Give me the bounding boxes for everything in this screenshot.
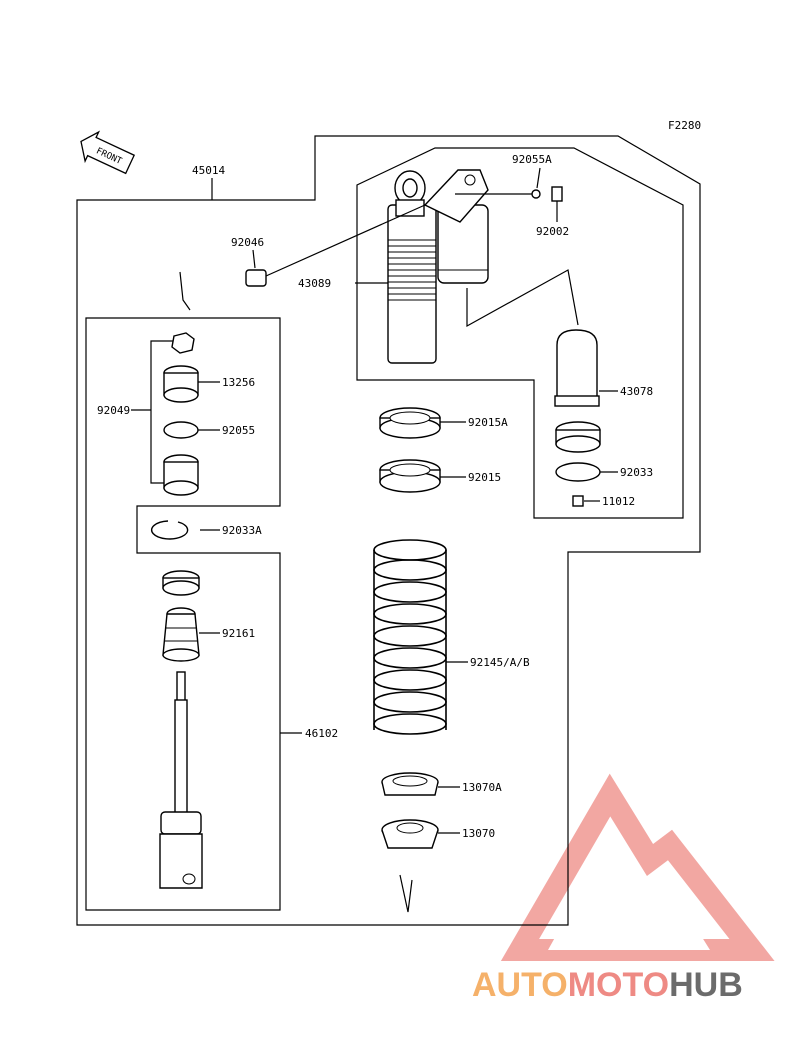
label-13256: 13256	[222, 376, 255, 389]
front-arrow: FRONT	[80, 130, 136, 175]
watermark-hub: HUB	[669, 966, 743, 1004]
label-45014: 45014	[192, 164, 225, 177]
shock-body-frame	[356, 147, 684, 519]
label-13070: 13070	[462, 827, 495, 840]
piston-rod-icon	[159, 671, 203, 889]
spring-icon	[373, 539, 447, 735]
bolt-icon	[551, 186, 563, 202]
watermark-moto: MOTO	[568, 966, 669, 1004]
seal-head-icon	[163, 454, 199, 496]
nut-icon	[171, 332, 195, 354]
label-13070A: 13070A	[462, 781, 502, 794]
circlip-icon	[150, 520, 189, 540]
label-92055A: 92055A	[512, 153, 552, 166]
locknut-icon	[379, 459, 441, 493]
figure-code: F2280	[668, 119, 701, 132]
label-92033A: 92033A	[222, 524, 262, 537]
svg-text:AUTOMOTOHUB: AUTOMOTOHUB	[472, 966, 743, 1004]
bladder-icon	[554, 329, 600, 407]
bumper-icon	[162, 607, 200, 662]
watermark-auto: AUTO	[472, 966, 568, 1004]
oring-icon	[163, 421, 199, 439]
label-92015: 92015	[468, 471, 501, 484]
label-11012: 11012	[602, 495, 635, 508]
label-46102: 46102	[305, 727, 338, 740]
label-92002: 92002	[536, 225, 569, 238]
label-92049: 92049	[97, 404, 130, 417]
label-43078: 43078	[620, 385, 653, 398]
label-92145: 92145/A/B	[470, 656, 530, 669]
reservoir-cap-icon	[555, 421, 601, 453]
washer-icon	[531, 189, 541, 199]
rod-assembly-frame	[85, 317, 281, 911]
label-92015A: 92015A	[468, 416, 508, 429]
bushing-icon	[245, 269, 267, 287]
stopper-plate-icon	[162, 570, 200, 596]
adjuster-nut-icon	[379, 407, 441, 439]
assembly-frame	[76, 135, 701, 926]
piston-icon	[163, 365, 199, 403]
label-43089: 43089	[298, 277, 331, 290]
watermark-text: AUTOMOTOHUB	[472, 966, 743, 1004]
label-92161: 92161	[222, 627, 255, 640]
valve-icon	[572, 495, 584, 507]
watermark-logo	[500, 773, 775, 961]
spring-seat-icon	[381, 819, 439, 849]
spring-guide-icon	[381, 772, 439, 796]
ring-icon	[555, 462, 601, 482]
label-92046: 92046	[231, 236, 264, 249]
label-92033: 92033	[620, 466, 653, 479]
label-92055: 92055	[222, 424, 255, 437]
shock-body	[387, 169, 489, 364]
